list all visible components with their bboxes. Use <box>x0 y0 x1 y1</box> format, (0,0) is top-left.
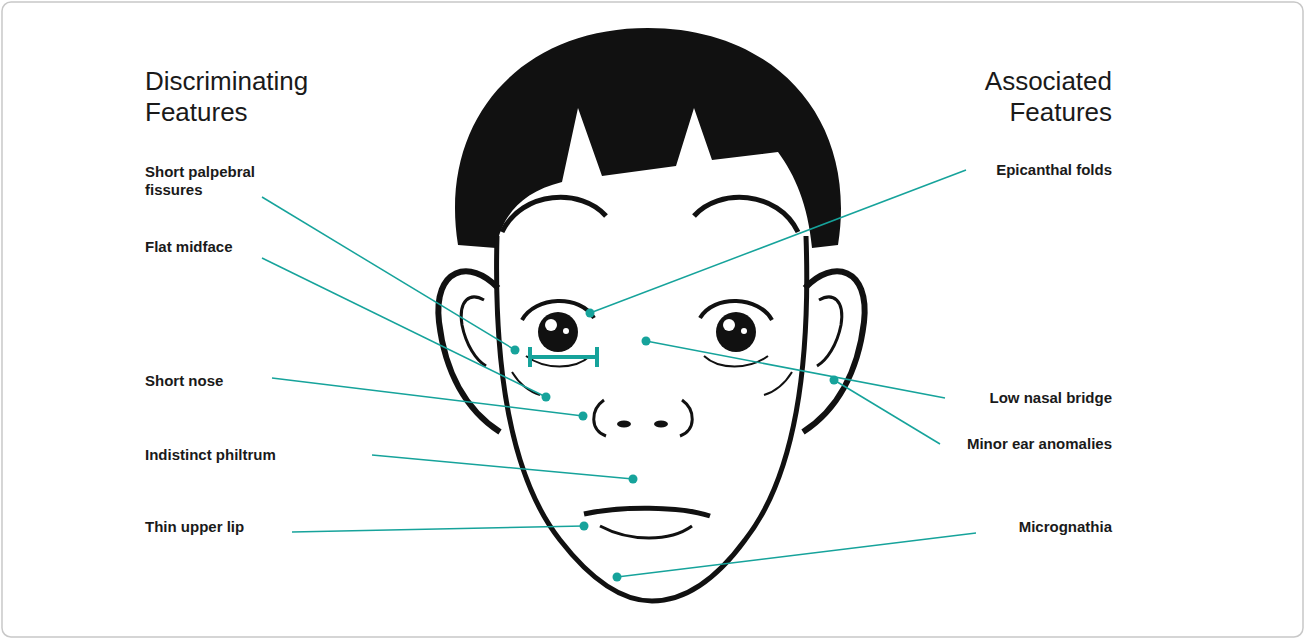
column-heading: Discriminating Features <box>145 66 375 128</box>
feature-label: Short nose <box>145 372 345 390</box>
feature-label: Minor ear anomalies <box>912 435 1112 453</box>
feature-label: Thin upper lip <box>145 518 345 536</box>
column-heading: Associated Features <box>900 66 1112 128</box>
feature-label: Epicanthal folds <box>912 161 1112 179</box>
feature-label: Indistinct philtrum <box>145 446 365 464</box>
feature-label: Flat midface <box>145 238 345 256</box>
feature-label: Short palpebral fissures <box>145 163 295 199</box>
feature-label: Low nasal bridge <box>912 389 1112 407</box>
feature-label: Micrognathia <box>912 518 1112 536</box>
